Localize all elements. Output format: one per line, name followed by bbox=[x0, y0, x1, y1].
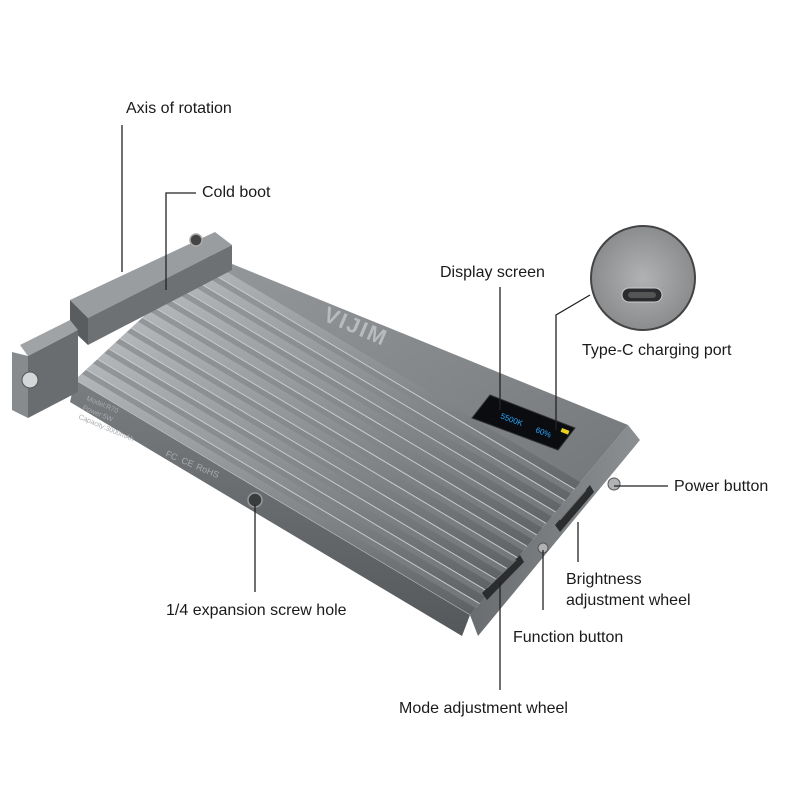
ridge-highlight-7 bbox=[142, 317, 538, 553]
cert-fc: FC bbox=[164, 449, 179, 463]
ridge-highlight-4 bbox=[108, 348, 505, 585]
cert-ce: CE bbox=[180, 455, 195, 469]
type-c-port-inset bbox=[590, 225, 696, 331]
ridge-highlight-10 bbox=[175, 285, 572, 522]
rotating-mount bbox=[12, 232, 232, 418]
ridge-highlight-5 bbox=[119, 337, 516, 574]
mode-wheel bbox=[482, 555, 524, 600]
label-brightness-wheel: Brightness adjustment wheel bbox=[566, 569, 691, 611]
label-function-button: Function button bbox=[513, 629, 624, 646]
ridge-highlight-2 bbox=[85, 369, 482, 606]
label-mode-wheel: Mode adjustment wheel bbox=[399, 700, 568, 717]
leader-cold-boot bbox=[165, 192, 196, 290]
label-brightness-line1: Brightness bbox=[566, 571, 642, 588]
device-left-side bbox=[70, 380, 470, 636]
ridge-highlight-8 bbox=[153, 306, 550, 543]
cold-boot-screw bbox=[189, 233, 203, 247]
label-cold-boot: Cold boot bbox=[202, 184, 271, 201]
label-display-screen: Display screen bbox=[440, 264, 545, 281]
display-screen-area: 5500K 60% bbox=[471, 394, 576, 451]
ridge-5 bbox=[120, 332, 522, 574]
power-button bbox=[607, 477, 621, 491]
device-ridges bbox=[75, 259, 601, 615]
ridge-highlight-11 bbox=[187, 275, 583, 512]
ridge-highlight-9 bbox=[164, 296, 561, 533]
mount-led bbox=[21, 371, 39, 389]
label-brightness-line2: adjustment wheel bbox=[566, 592, 691, 609]
leader-lines bbox=[121, 125, 668, 690]
label-type-c-port: Type-C charging port bbox=[582, 342, 732, 359]
brightness-wheel bbox=[555, 485, 594, 532]
label-axis-of-rotation: Axis of rotation bbox=[126, 100, 232, 117]
label-power-button: Power button bbox=[674, 478, 769, 495]
expansion-screw-hole bbox=[247, 492, 263, 508]
device-front-side bbox=[470, 425, 640, 636]
screen-battery-icon bbox=[560, 428, 570, 435]
ridge-10 bbox=[176, 280, 578, 522]
ridge-6 bbox=[131, 321, 533, 563]
ridge-12 bbox=[198, 259, 601, 501]
ridge-9 bbox=[165, 290, 567, 532]
ridge-highlight-6 bbox=[130, 327, 527, 564]
ridge-4 bbox=[108, 342, 511, 584]
ridge-1 bbox=[75, 373, 477, 615]
ridge-11 bbox=[187, 269, 590, 511]
ridge-7 bbox=[142, 311, 545, 553]
ridge-highlight-1 bbox=[75, 379, 471, 615]
ridge-8 bbox=[153, 300, 556, 543]
ridge-highlight-12 bbox=[198, 264, 595, 501]
label-screw-hole: 1/4 expansion screw hole bbox=[166, 602, 347, 619]
ridge-3 bbox=[97, 352, 500, 595]
ridge-highlight-3 bbox=[97, 358, 493, 595]
leader-type-c bbox=[555, 294, 591, 430]
ridge-2 bbox=[86, 363, 488, 605]
